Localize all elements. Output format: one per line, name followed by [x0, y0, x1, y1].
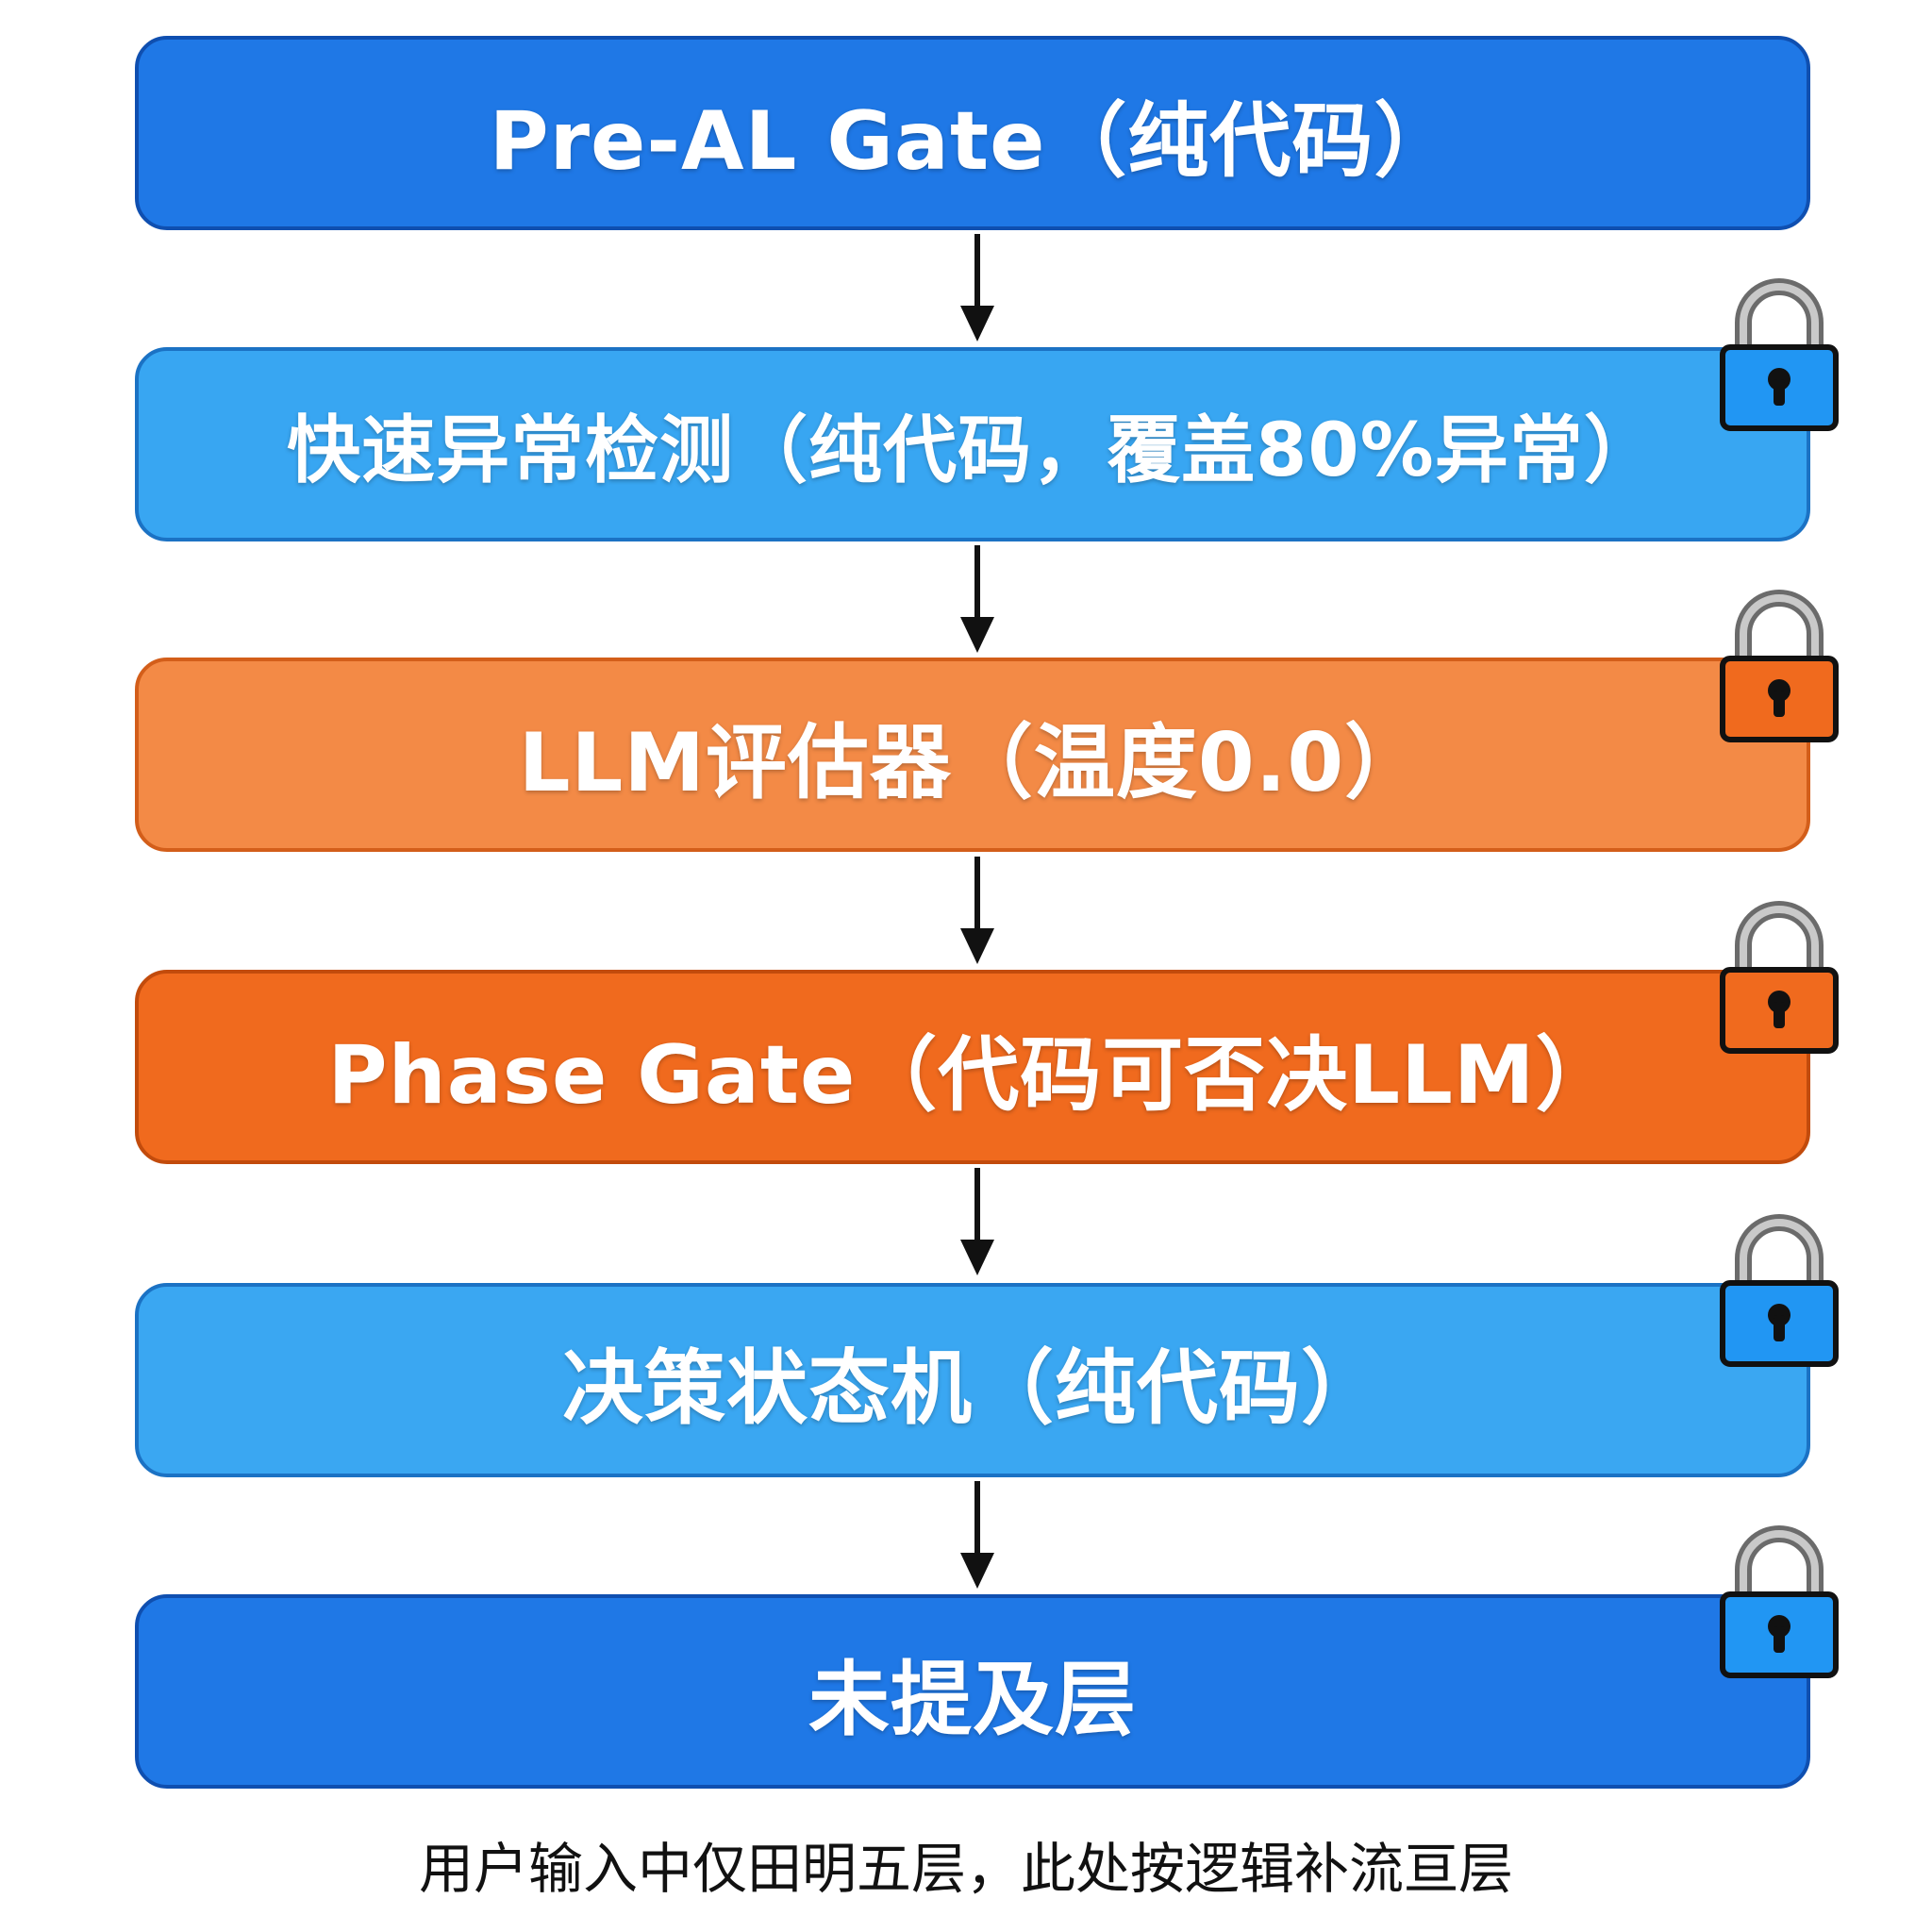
- lock-icon: [1720, 901, 1839, 1054]
- layer-pre-al-gate: Pre-AL Gate（纯代码）: [135, 36, 1810, 230]
- layer-label: 决策状态机（纯代码）: [562, 1341, 1383, 1436]
- layer-label: 未提及层: [808, 1652, 1137, 1747]
- arrow-down-icon: [960, 1168, 994, 1275]
- footnote-caption: 用户输入中仅田明五层，此处按逻辑补流亘层: [418, 1837, 1513, 1901]
- arrow-down-icon: [960, 857, 994, 964]
- layer-unmentioned: 未提及层: [135, 1594, 1810, 1789]
- lock-icon: [1720, 590, 1839, 742]
- layer-label: Phase Gate（代码可否决LLM）: [327, 1027, 1618, 1123]
- arrow-down-icon: [960, 1481, 994, 1589]
- layer-label: LLM评估器（温度0.0）: [518, 715, 1427, 810]
- lock-icon: [1720, 278, 1839, 431]
- layer-fast-anomaly-detection: 快速异常检测（纯代码，覆盖80%异常）: [135, 347, 1810, 541]
- layer-label: 快速异常检测（纯代码，覆盖80%异常）: [287, 408, 1658, 493]
- lock-icon: [1720, 1214, 1839, 1367]
- layer-llm-evaluator: LLM评估器（温度0.0）: [135, 658, 1810, 852]
- layer-decision-state-machine: 决策状态机（纯代码）: [135, 1283, 1810, 1477]
- layer-label: Pre-AL Gate（纯代码）: [489, 93, 1457, 189]
- lock-icon: [1720, 1525, 1839, 1678]
- arrow-down-icon: [960, 234, 994, 341]
- arrow-down-icon: [960, 545, 994, 653]
- layer-phase-gate: Phase Gate（代码可否决LLM）: [135, 970, 1810, 1164]
